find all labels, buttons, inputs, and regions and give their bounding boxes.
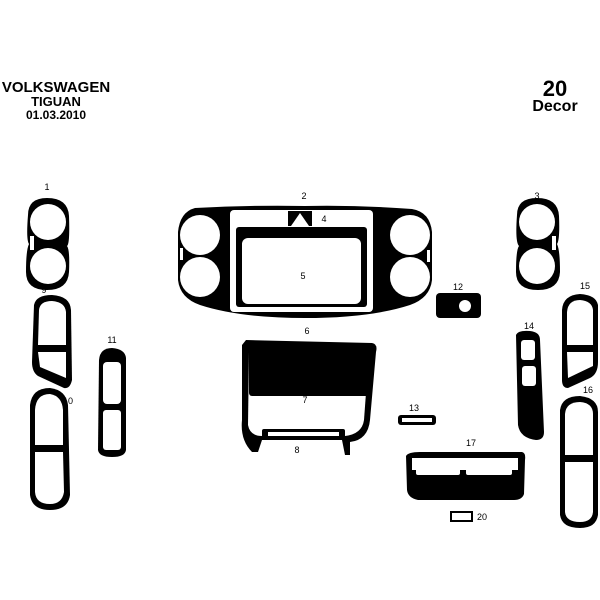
part-4-hazard-trim <box>288 211 312 226</box>
part-label: 1 <box>44 182 49 192</box>
part-label: 12 <box>453 282 463 292</box>
finish-label: Decor <box>532 98 578 115</box>
part-label: 11 <box>107 335 116 345</box>
part-label: 10 <box>63 396 73 406</box>
part-label: 19 <box>485 480 495 490</box>
model-title: TIGUAN <box>31 94 81 109</box>
part-label: 6 <box>304 326 309 336</box>
part-9-door-trim-left <box>32 295 72 389</box>
part-8-bottom-strip <box>262 429 345 439</box>
part-12-switch-trim <box>436 293 481 318</box>
part-5-screen-surround <box>242 238 361 304</box>
part-16-door-trim-right-lower <box>560 396 598 528</box>
part-label: 20 <box>477 512 487 522</box>
part-label: 9 <box>41 285 46 295</box>
part-14-window-switch-trim-right <box>516 330 544 440</box>
part-label: 16 <box>583 385 593 395</box>
brand-title: VOLKSWAGEN <box>1 79 111 96</box>
part-3-vent-trim-right <box>516 198 560 290</box>
part-20-small-button-trim <box>450 511 473 522</box>
part-13-small-strip <box>398 415 436 425</box>
part-label: 7 <box>302 395 307 405</box>
part-label: 13 <box>409 403 419 413</box>
part-label: 18 <box>434 480 444 490</box>
part-11-window-switch-trim-left <box>98 348 126 457</box>
part-label: 4 <box>321 214 326 224</box>
part-10-door-trim-left-lower <box>30 388 70 510</box>
part-label: 14 <box>524 321 534 331</box>
part-label: 5 <box>300 271 305 281</box>
part-label: 15 <box>580 281 590 291</box>
part-label: 8 <box>294 445 299 455</box>
part-17-climate-panel <box>406 452 526 500</box>
part-18-climate-control-left <box>416 466 460 475</box>
part-7-storage-lid <box>249 346 369 396</box>
part-15-door-trim-right <box>562 294 598 388</box>
part-label: 3 <box>534 191 539 201</box>
part-label: 2 <box>301 191 306 201</box>
part-1-vent-trim-left <box>26 198 70 290</box>
part-19-climate-control-right <box>466 466 512 475</box>
part-label: 17 <box>466 438 476 448</box>
piece-count: 20 <box>542 76 568 101</box>
date-label: 01.03.2010 <box>25 108 87 122</box>
